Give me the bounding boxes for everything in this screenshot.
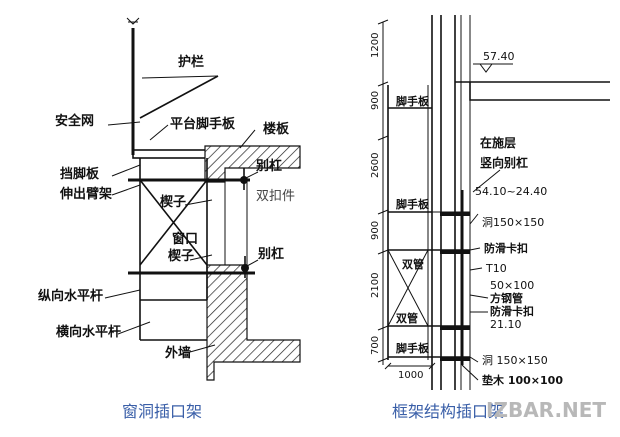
dim-1200: 1200	[370, 33, 381, 58]
label-outer-wall: 外墙	[164, 345, 191, 361]
label-toe-board: 挡脚板	[60, 166, 100, 182]
label-under-construction: 在施层	[480, 135, 516, 150]
label-double-tube-bottom: 双管	[396, 311, 418, 325]
label-platform-board: 平台脚手板	[170, 116, 236, 132]
platform-board	[132, 149, 214, 159]
label-wedge-bottom: 楔子	[168, 248, 194, 264]
dim-2100: 2100	[370, 273, 381, 298]
label-longitudinal: 纵向水平杆	[38, 288, 103, 304]
label-floor-slab: 楼板	[263, 121, 290, 137]
watermark: IZBAR.NET	[486, 398, 606, 422]
left-caption: 窗洞插口架	[122, 402, 202, 421]
label-bar-top: 别杠	[255, 158, 282, 174]
label-elev-low: 21.10	[490, 318, 522, 331]
label-steel-tube: 方钢管	[490, 291, 523, 305]
label-double-tube-top: 双管	[402, 257, 424, 271]
floor-slab	[204, 145, 301, 183]
dim-900-top: 900	[370, 91, 381, 110]
dim-2600: 2600	[370, 153, 381, 178]
label-double-clamp: 双扣件	[256, 189, 295, 204]
right-caption: 框架结构插口架	[392, 402, 504, 421]
label-tube: 50×100	[490, 279, 534, 292]
label-scaffold-board-mid: 脚手板	[396, 197, 430, 211]
label-window: 窗口	[172, 231, 198, 247]
label-anti-slip-bottom: 防滑卡扣	[490, 304, 534, 318]
elevation-marker	[473, 63, 513, 73]
label-hole-top: 洞150×150	[482, 216, 544, 229]
label-wood-block: 垫木 100×100	[482, 373, 563, 387]
label-cantilever: 伸出臂架	[59, 186, 112, 202]
label-bar-bottom: 别杠	[257, 246, 284, 262]
label-anti-slip-top: 防滑卡扣	[484, 241, 528, 255]
label-elev-top: 57.40	[483, 50, 515, 63]
dim-700: 700	[370, 336, 381, 355]
outer-wall	[206, 264, 301, 381]
right-diagram: 1200 900 2600 900 2100 700	[370, 15, 610, 421]
guardrail-leader	[141, 75, 219, 79]
label-safety-net: 安全网	[55, 113, 94, 129]
pole-top	[126, 17, 140, 25]
label-guardrail: 护栏	[178, 54, 204, 70]
label-wedge-top: 楔子	[160, 194, 186, 210]
dim-1000: 1000	[398, 370, 423, 381]
left-diagram: 护栏 安全网 平台脚手板 楼板 挡脚板 伸出臂架 别杠 双扣件 楔子 窗口 楔子…	[38, 17, 301, 421]
top-floor-slab	[455, 81, 610, 101]
label-t10: T10	[485, 262, 507, 275]
safety-net-line	[139, 75, 219, 119]
label-scaffold-board-bottom: 脚手板	[396, 341, 430, 355]
label-hole-bottom: 洞 150×150	[482, 354, 548, 367]
dim-900-mid: 900	[370, 221, 381, 240]
label-vertical-bar: 竖向别杠	[480, 155, 528, 170]
label-elev-range: 54.10~24.40	[475, 185, 547, 198]
label-transverse: 横向水平杆	[56, 324, 121, 340]
label-scaffold-board-top: 脚手板	[396, 94, 430, 108]
